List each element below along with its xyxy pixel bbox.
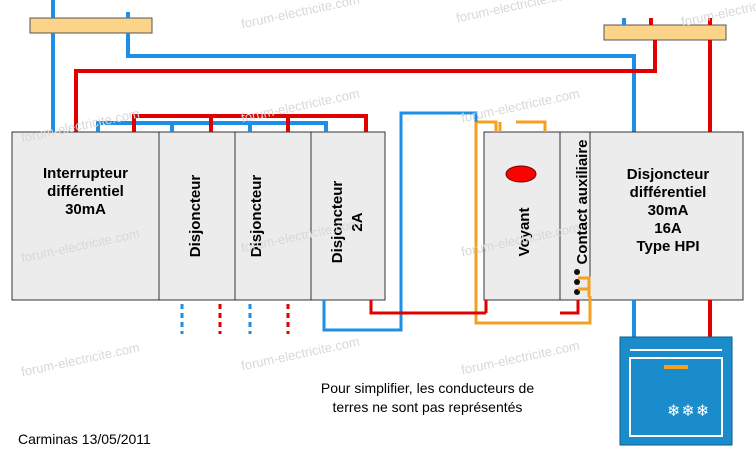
voyant-neutral-wire [322, 111, 478, 332]
module-disjoncteur-2a [310, 131, 386, 301]
freezer-handle [664, 365, 688, 369]
module-disjoncteur-hpi [589, 131, 744, 301]
outgoing-circuits [180, 304, 290, 334]
label-disjoncteur-hpi: Disjoncteur différentiel 30mA 16A Type H… [626, 166, 710, 255]
snowflake-icons: ❄❄❄ [667, 401, 711, 420]
module-interrupteur [11, 131, 160, 301]
voyant-lamp [505, 165, 537, 183]
author-signature: Carminas 13/05/2011 [18, 431, 151, 447]
label-disjoncteur-1: Disjoncteur [187, 174, 204, 258]
module-disjoncteur-2 [234, 131, 312, 301]
freezer-door [629, 357, 723, 437]
label-interrupteur: Interrupteur différentiel 30mA [42, 165, 128, 218]
label-contact-auxiliaire: Contact auxiliaire [574, 139, 591, 265]
phase-feed-wires [74, 18, 712, 132]
module-contact-auxiliaire [559, 131, 591, 301]
right-busbar [603, 24, 727, 41]
auxiliary-wires [474, 120, 592, 325]
phase-comb [132, 114, 368, 132]
left-busbar [29, 17, 153, 34]
contact-terminal-1 [574, 269, 580, 275]
neutral-feed-wires [51, 0, 636, 132]
voyant-phase-wire [369, 300, 580, 315]
simplification-note: Pour simplifier, les conducteurs de terr… [320, 380, 535, 415]
module-voyant [483, 131, 561, 301]
contact-terminal-2 [574, 279, 580, 285]
label-disjoncteur-2: Disjoncteur [248, 174, 265, 258]
